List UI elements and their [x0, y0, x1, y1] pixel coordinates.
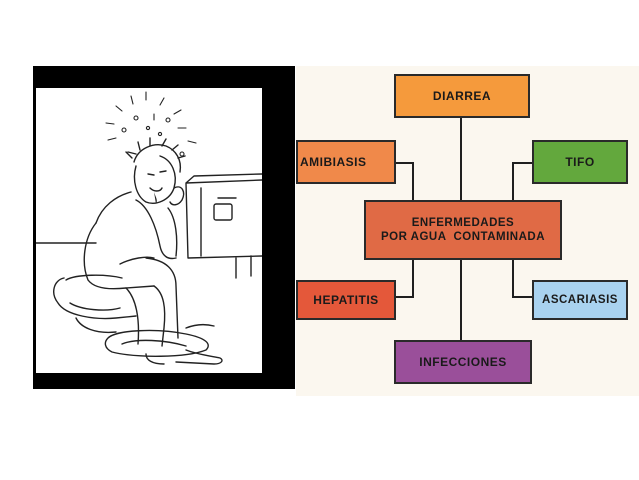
connector-hepatitis-v [412, 258, 414, 298]
dizzy-marks [105, 91, 197, 157]
diseases-diagram: DIARREA AMIBIASIS TIFO ENFERMEDADES POR … [296, 66, 639, 396]
node-infecciones-label: INFECCIONES [419, 355, 507, 369]
sick-man-illustration [36, 91, 262, 365]
connector-ascariasis-v [512, 258, 514, 298]
node-center-label-line1: ENFERMEDADES [411, 217, 515, 229]
node-diarrea-label: DIARREA [432, 89, 492, 103]
node-tifo: TIFO [532, 140, 628, 184]
node-amibiasis: AMIBIASIS [296, 140, 396, 184]
node-hepatitis: HEPATITIS [296, 280, 396, 320]
node-infecciones: INFECCIONES [394, 340, 532, 384]
connector-tifo-v [512, 162, 514, 202]
illustration-panel [36, 88, 262, 373]
connector-ascariasis-h [512, 296, 534, 298]
node-diarrea: DIARREA [394, 74, 530, 118]
connector-amibiasis-v [412, 162, 414, 202]
node-hepatitis-label: HEPATITIS [313, 293, 379, 307]
node-center-label-line2: POR AGUA CONTAMINADA [380, 231, 546, 243]
node-ascariasis-label: ASCARIASIS [542, 294, 618, 306]
connector-amibiasis-h [394, 162, 414, 164]
connector-tifo-h [512, 162, 534, 164]
node-ascariasis: ASCARIASIS [532, 280, 628, 320]
node-amibiasis-label: AMIBIASIS [300, 155, 367, 169]
illustration-frame [33, 66, 295, 389]
connector-hepatitis-h [394, 296, 414, 298]
node-center: ENFERMEDADES POR AGUA CONTAMINADA [364, 200, 562, 260]
node-tifo-label: TIFO [565, 155, 595, 169]
